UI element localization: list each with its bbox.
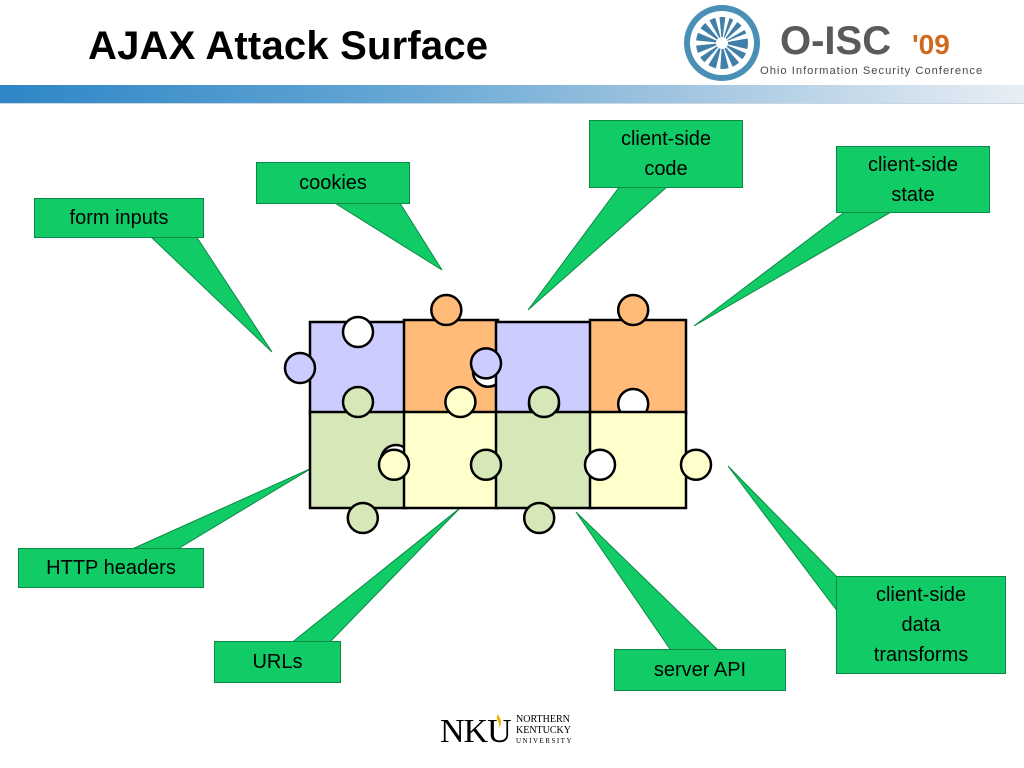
callout-form-inputs: form inputs <box>34 198 204 238</box>
puzzle-piece-green-left-knob-2 <box>346 501 380 535</box>
university-line1: NORTHERN <box>516 714 570 725</box>
puzzle-piece-green-right-knob-3 <box>469 448 503 482</box>
callout-server-api: server API <box>614 649 786 691</box>
puzzle-pieces-icon <box>283 293 713 535</box>
slide-title: AJAX Attack Surface <box>88 24 489 68</box>
puzzle-piece-green-right-body <box>494 410 594 510</box>
pointer-server-api <box>575 511 722 653</box>
callout-http-headers-text: HTTP headers <box>46 557 176 579</box>
puzzle-piece-cream-2-knob-2 <box>583 448 617 482</box>
conference-year: '09 <box>912 29 950 60</box>
pointer-http-headers <box>129 467 313 551</box>
callout-form-inputs-text: form inputs <box>69 207 169 229</box>
callout-urls: URLs <box>214 641 341 683</box>
callout-http-headers: HTTP headers <box>18 548 204 588</box>
puzzle-piece-cream-1-knob-2 <box>444 385 477 419</box>
puzzle-piece-orange-2-knob-1 <box>616 293 650 327</box>
puzzle-piece-cream-2-knob-1 <box>679 448 713 482</box>
callout-cookies: cookies <box>256 162 410 204</box>
callout-client-side-state: client-side state <box>836 146 990 213</box>
callout-client-side-code-text: client-side code <box>620 128 712 180</box>
conference-name: O-ISC <box>780 19 891 63</box>
torch-icon <box>496 714 502 728</box>
puzzle-piece-lavender-left-knob-2 <box>341 315 375 349</box>
puzzle-piece-cream-1-knob-1 <box>377 448 411 482</box>
pointer-cookies <box>328 199 443 271</box>
callout-client-side-code: client-side code <box>589 120 743 188</box>
puzzle-piece-lavender-left-knob-1 <box>283 351 317 385</box>
puzzle-piece-green-right-knob-2 <box>522 501 556 535</box>
conference-logo: O-ISC '09 Ohio Information Security Conf… <box>684 5 983 81</box>
pointer-client-side-state <box>693 207 900 327</box>
puzzle-piece-cream-2 <box>583 410 713 510</box>
callout-urls-text: URLs <box>252 651 303 673</box>
pointer-form-inputs <box>148 235 273 353</box>
header-divider <box>0 103 1024 104</box>
puzzle-piece-green-left-knob-1 <box>341 385 375 419</box>
pointer-client-side-data-transforms <box>727 465 839 614</box>
puzzle-piece-green-right <box>469 385 594 535</box>
university-line3: UNIVERSITY <box>516 737 573 745</box>
puzzle-piece-green-right-knob-1 <box>527 385 561 419</box>
puzzle-piece-lavender-right-knob-1 <box>469 347 503 380</box>
callout-client-side-state-text: client-side state <box>867 153 959 206</box>
callout-client-side-data-transforms-text: client-side data transforms <box>873 584 969 666</box>
callout-client-side-data-transforms: client-side data transforms <box>836 576 1006 674</box>
puzzle-piece-orange-1-knob-1 <box>430 293 463 327</box>
starburst-icon <box>684 5 760 81</box>
university-mark: NKU <box>440 713 511 750</box>
pointer-client-side-code <box>527 185 670 311</box>
callout-server-api-text: server API <box>653 659 747 681</box>
header-bar <box>0 85 1024 103</box>
callout-cookies-text: cookies <box>299 172 367 194</box>
university-logo: NKU NORTHERN KENTUCKY UNIVERSITY <box>440 713 573 750</box>
university-line2: KENTUCKY <box>516 725 571 736</box>
conference-subtitle: Ohio Information Security Conference <box>760 65 983 77</box>
puzzle-piece-orange-2 <box>588 293 688 421</box>
